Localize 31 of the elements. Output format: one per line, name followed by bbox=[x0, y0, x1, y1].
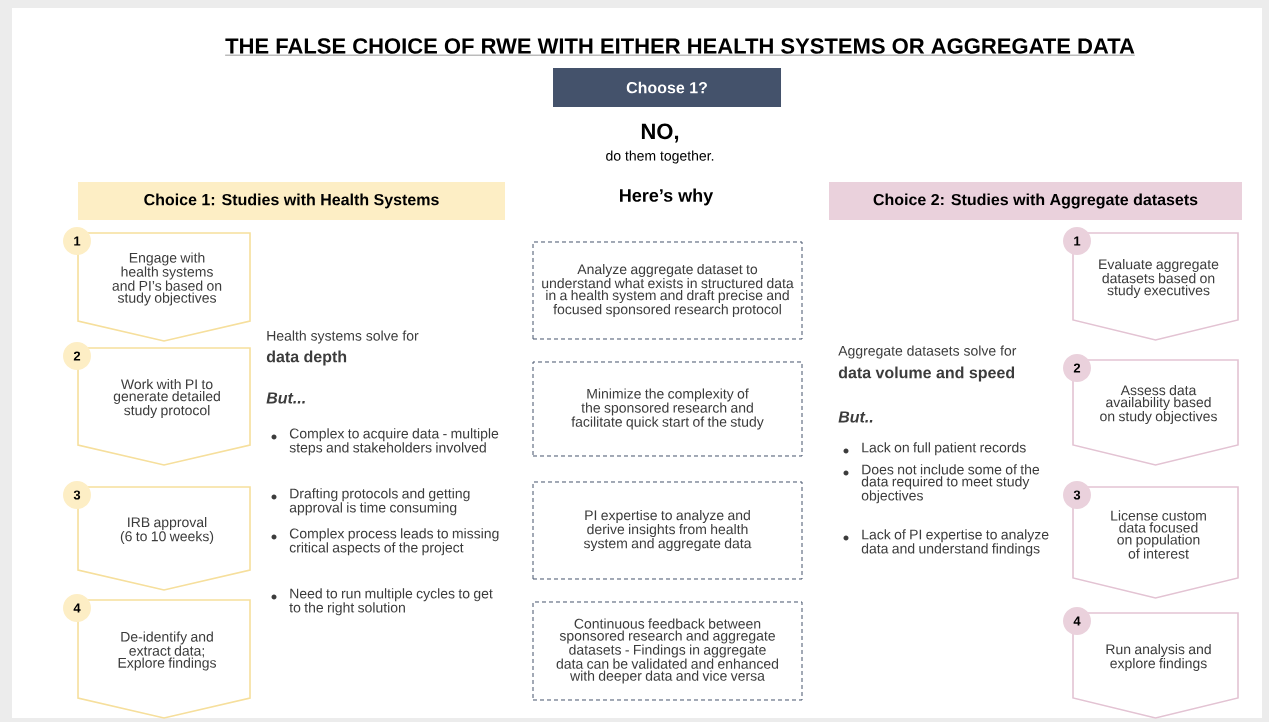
bullet-text: Need to run multiple cycles to get to the right solution bbox=[289, 588, 493, 616]
step-number: 4 bbox=[1063, 607, 1091, 635]
bullet-text: Complex to acquire data - multiple steps and stakeholders involved bbox=[289, 428, 499, 456]
header-band: Choice 2: Studies with Aggregate datasets bbox=[829, 182, 1242, 220]
emphasis-text: data volume and speed bbox=[838, 366, 1015, 382]
emphasis-text: data depth bbox=[266, 350, 347, 366]
dashed-box: Analyze aggregate dataset to understand what exists in structured data in a health system and draft precise and focused sponsored research protocol bbox=[532, 241, 803, 340]
step-number: 3 bbox=[63, 481, 91, 509]
dashed-box: Continuous feedback between sponsored research and aggregate datasets - Findings in aggregate data can be validated and enhanced with deeper data and vice versa bbox=[532, 601, 803, 701]
step-number: 3 bbox=[1063, 481, 1091, 509]
summary-text: Aggregate datasets solve for bbox=[838, 345, 1017, 359]
dashed-box: PI expertise to analyze and derive insights from health system and aggregate data bbox=[532, 481, 803, 580]
title: THE FALSE CHOICE OF RWE WITH EITHER HEALTH SYSTEMS OR AGGREGATE DATA bbox=[224, 38, 1136, 56]
step-number: 1 bbox=[63, 227, 91, 255]
column-heading: Here’s why bbox=[620, 188, 714, 206]
but-heading: But... bbox=[266, 392, 305, 404]
step-number: 4 bbox=[63, 594, 91, 622]
header-band: Choice 1: Studies with Health Systems bbox=[78, 182, 505, 220]
bullet-text: Lack on full patient records bbox=[862, 442, 1026, 456]
bullet-text: Complex process leads to missing critical aspects of the project bbox=[289, 528, 499, 556]
bullet-text: Does not include some of the data required to meet study objectives bbox=[861, 464, 1040, 504]
step-number: 2 bbox=[63, 342, 91, 370]
summary-text: Health systems solve for bbox=[267, 330, 419, 344]
dashed-box: Minimize the complexity of the sponsored research and facilitate quick start of the study bbox=[532, 361, 803, 457]
but-heading: But.. bbox=[838, 411, 873, 423]
bullet-text: Drafting protocols and getting approval is time consuming bbox=[289, 488, 470, 516]
question-box: Choose 1? bbox=[553, 68, 781, 107]
step-number: 1 bbox=[1063, 227, 1091, 255]
answer-subtext: do them together. bbox=[606, 150, 714, 164]
bullet-text: Lack of PI expertise to analyze data and understand findings bbox=[861, 529, 1049, 557]
step-number: 2 bbox=[1063, 354, 1091, 382]
